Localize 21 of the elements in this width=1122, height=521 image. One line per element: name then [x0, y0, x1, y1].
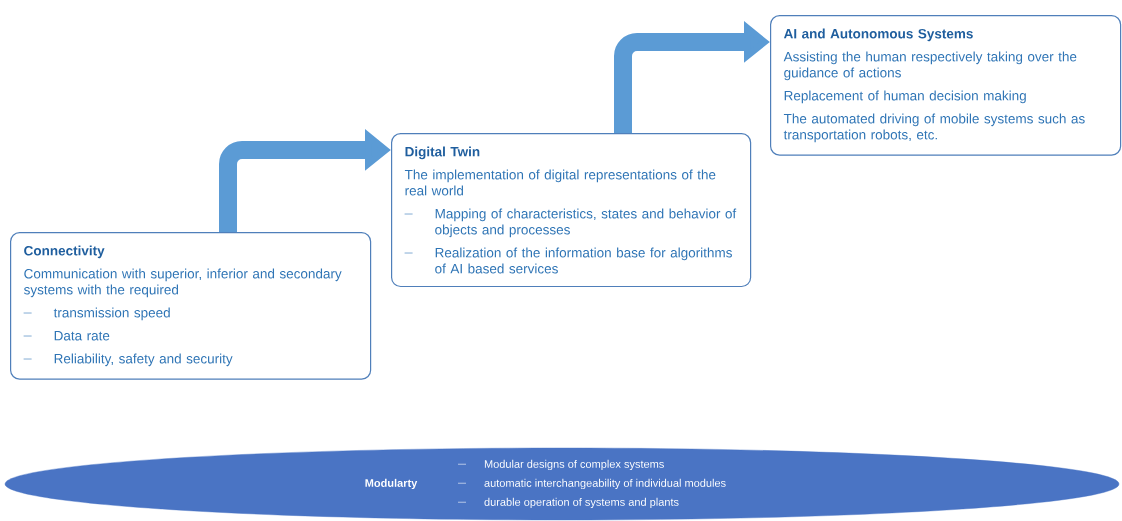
bullet-item: Data rate — [54, 331, 110, 341]
description: Communication with superior, inferior and secondary systems with the required — [24, 268, 342, 298]
description: Replacement of human decision making — [784, 90, 1026, 104]
ellipse-band — [4, 447, 1120, 521]
bullet-item: automatic interchangeability of individual modules — [484, 478, 726, 490]
bullet-item: Reliability, safety and security — [54, 353, 233, 367]
bullet-item: Realization of the information base for algorithms of AI based services — [435, 247, 732, 274]
heading: AI and Autonomous Systems — [783, 28, 973, 42]
description: Assisting the human respectively taking over the guidance of actions — [783, 51, 1077, 81]
bullet-item: transmission speed — [53, 307, 170, 321]
heading: Connectivity — [24, 245, 105, 259]
description: The implementation of digital representations of the real world — [404, 169, 716, 196]
description: The automated driving of mobile systems such as transportation robots, etc. — [783, 113, 1085, 143]
heading: Digital Twin — [405, 146, 480, 160]
bullet-item: Modular designs of complex systems — [484, 459, 664, 471]
bullet-item: durable operation of systems and plants — [484, 497, 679, 509]
heading: Modularty — [365, 478, 418, 490]
bullet-item: Mapping of characteristics, states and behavior of objects and processes — [435, 208, 737, 238]
text-box — [10, 232, 372, 380]
text-box — [391, 133, 752, 288]
text-box — [770, 15, 1122, 156]
